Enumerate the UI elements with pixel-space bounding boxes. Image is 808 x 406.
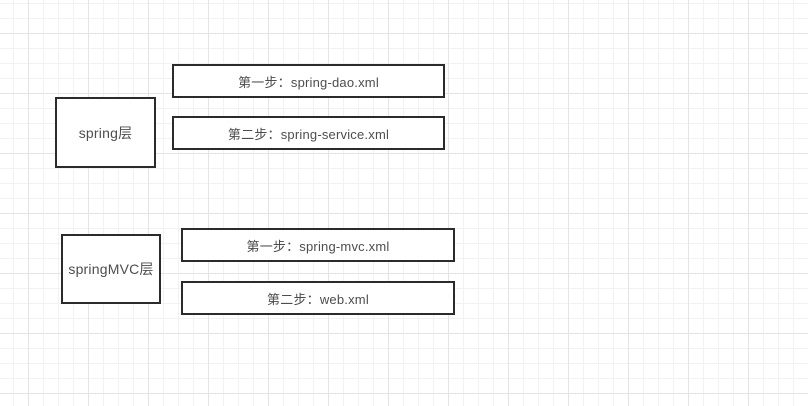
shape-label: 第二步：spring-service.xml xyxy=(227,126,390,142)
shape-springmvc-step2[interactable]: 第二步：web.xml xyxy=(181,281,455,315)
shape-label: 第一步：spring-dao.xml xyxy=(238,74,379,90)
shape-label: 第一步：spring-mvc.xml xyxy=(246,238,390,254)
shape-label: 第二步：web.xml xyxy=(267,291,369,307)
shape-label: spring层 xyxy=(78,124,133,141)
shape-springmvc-step1[interactable]: 第一步：spring-mvc.xml xyxy=(181,228,455,262)
shape-label: springMVC层 xyxy=(68,261,154,277)
shape-spring-layer[interactable]: spring层 xyxy=(55,97,156,168)
shape-springmvc-layer[interactable]: springMVC层 xyxy=(61,234,161,304)
shape-spring-step2[interactable]: 第二步：spring-service.xml xyxy=(172,116,445,150)
shape-spring-step1[interactable]: 第一步：spring-dao.xml xyxy=(172,64,445,98)
